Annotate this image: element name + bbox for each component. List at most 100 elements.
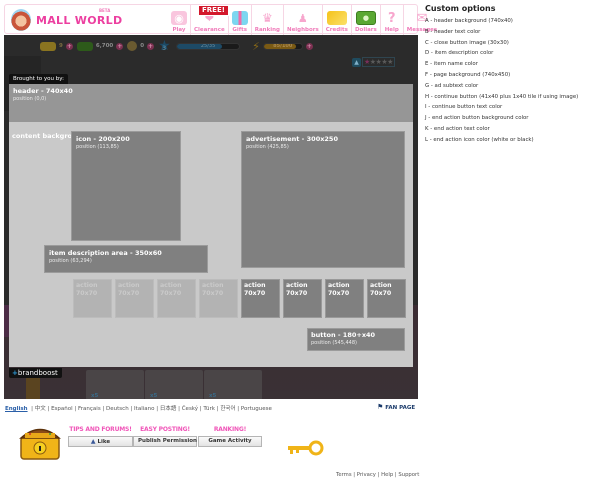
legend-title: Custom options <box>425 4 496 13</box>
legend-item: G - ad subtext color <box>425 82 479 89</box>
energy-bar: 85/100 <box>262 42 303 50</box>
language-bar: English | 中文 | Español | Français | Deut… <box>5 406 272 412</box>
star-rating[interactable]: ★★★★★ <box>362 57 395 67</box>
legend-item: L - end action icon color (white or blac… <box>425 136 534 143</box>
question-icon: ? <box>388 10 396 26</box>
lang-french[interactable]: Français <box>78 406 101 412</box>
lang-italian[interactable]: Italiano <box>134 406 155 412</box>
lang-spanish[interactable]: Español <box>51 406 73 412</box>
mall-world-logo[interactable]: MALL WORLD BETA <box>11 8 122 32</box>
legend-item: B - header text color <box>425 28 481 35</box>
lang-portuguese[interactable]: Portuguese <box>240 406 272 412</box>
item-description-area: item description area - 350x60 position … <box>44 245 208 273</box>
lang-czech[interactable]: Český <box>181 406 199 412</box>
nav-neighbors[interactable]: ♟ Neighbors <box>284 5 323 35</box>
legend-item: J - end action button background color <box>425 115 529 122</box>
shelf-item[interactable]: x5 <box>145 370 203 399</box>
avatar-icon <box>11 9 31 31</box>
thumbs-up-icon: ▲ <box>90 438 96 445</box>
legend-item: I - continue button text color <box>425 104 503 111</box>
shelf-item[interactable]: x5 <box>86 370 144 399</box>
lang-japanese[interactable]: 日本語 <box>159 406 177 412</box>
advertisement-placeholder[interactable]: advertisement - 300x250 position (425,85… <box>241 131 405 268</box>
fb-coin-icon <box>127 41 138 51</box>
xp-bar: 25/35 <box>176 42 241 50</box>
legend-item: H - continue button (41x40 plus 1x40 til… <box>425 93 579 100</box>
gift-icon <box>231 11 248 25</box>
nav-help[interactable]: ? Help <box>381 5 404 35</box>
overlay-header-area: header - 740x40 position (0,0) <box>9 84 413 122</box>
background-chest <box>26 377 40 399</box>
promo-publish: EASY POSTING! Publish Permission <box>133 426 197 447</box>
lang-korean[interactable]: 한국어 <box>220 406 236 412</box>
overlay-content-area: content background - 740x450, position (… <box>9 122 413 367</box>
level-star-icon: ★3 <box>158 38 171 54</box>
lang-english[interactable]: English <box>5 406 28 412</box>
lang-german[interactable]: Deutsch <box>106 406 129 412</box>
plus-icon: + <box>12 369 18 377</box>
bottom-links: Terms | Privacy | Help | Support <box>336 472 420 478</box>
nav-dollars[interactable]: ● Dollars <box>352 5 381 35</box>
game-activity-button[interactable]: Game Activity <box>198 436 262 447</box>
legend-item: F - page background (740x450) <box>425 71 511 78</box>
wall-strip <box>4 305 10 337</box>
legend-item: A - header background (740x40) <box>425 18 513 24</box>
custom-options-legend: Custom options A - header background (74… <box>425 4 600 146</box>
header-spec-title: header - 740x40 <box>13 87 73 95</box>
add-credits-button[interactable]: + <box>65 42 73 50</box>
resource-bar: 9 + 6,700 + 0 + ★3 25/35 ⚡ 85/100 + <box>40 39 313 53</box>
heart-tag-icon: ❤ <box>204 11 214 25</box>
nav-play[interactable]: ◉ Play <box>168 5 191 35</box>
promo-like: TIPS AND FORUMS! ▲ Like <box>68 426 133 447</box>
fan-page-link[interactable]: ⚑ FAN PAGE <box>377 403 416 411</box>
promo-bar: TIPS AND FORUMS! ▲ Like EASY POSTING! Pu… <box>18 420 324 465</box>
legend-item: E - item name color <box>425 61 478 68</box>
credits-counter: 9 + <box>40 41 73 51</box>
energy-counter: ⚡ 85/100 + <box>252 40 313 53</box>
legend-item: K - end action text color <box>425 125 490 132</box>
lang-chinese[interactable]: 中文 <box>34 406 46 412</box>
thumbs-up-icon[interactable]: ▲ <box>352 57 361 67</box>
rating-widget[interactable]: ▲ ★★★★★ <box>352 57 395 67</box>
nav-clearance[interactable]: FREE! ❤ Clearance <box>191 5 229 35</box>
add-dollars-button[interactable]: + <box>116 42 124 50</box>
lang-turkish[interactable]: Türk <box>203 406 215 412</box>
nav-gifts[interactable]: Gifts <box>229 5 252 35</box>
crown-icon: ♛ <box>261 11 273 25</box>
help-link[interactable]: Help <box>381 472 394 478</box>
legend-item: C - close button image (30x30) <box>425 39 509 46</box>
credits-icon <box>326 11 347 25</box>
add-fb-coins-button[interactable]: + <box>147 42 155 50</box>
nav-messages[interactable]: ✉ Messages <box>406 10 438 34</box>
privacy-link[interactable]: Privacy <box>356 472 376 478</box>
dollar-bill-icon: ● <box>355 11 376 25</box>
cash-stack-icon <box>76 41 93 51</box>
gold-bars-icon <box>40 41 56 51</box>
lightning-icon: ⚡ <box>252 39 260 53</box>
terms-link[interactable]: Terms <box>336 472 352 478</box>
continue-button-placeholder[interactable]: button - 180+x40 position (545,448) <box>307 328 405 351</box>
people-icon: ♟ <box>297 11 308 25</box>
content-bg-title: content background - 740x450, <box>12 132 127 140</box>
brandboost-badge[interactable]: +brandboost <box>9 368 62 378</box>
game-header: MALL WORLD BETA ◉ Play FREE! ❤ Clearance… <box>4 4 437 35</box>
shelf-item[interactable]: x5 <box>204 370 262 399</box>
nav-credits[interactable]: Credits <box>323 5 352 35</box>
nav-ranking[interactable]: ♛ Ranking <box>252 5 284 35</box>
add-energy-button[interactable]: + <box>305 42 313 50</box>
icon-placeholder: icon - 200x200 position (113,85) <box>71 131 181 241</box>
free-badge: FREE! <box>198 5 229 16</box>
publish-permission-button[interactable]: Publish Permission <box>133 436 197 447</box>
dollars-counter: 6,700 + <box>76 41 124 51</box>
flag-icon: ⚑ <box>377 403 384 411</box>
header-spec-position: position (0,0) <box>13 96 47 102</box>
support-link[interactable]: Support <box>398 472 420 478</box>
like-button[interactable]: ▲ Like <box>68 436 133 447</box>
